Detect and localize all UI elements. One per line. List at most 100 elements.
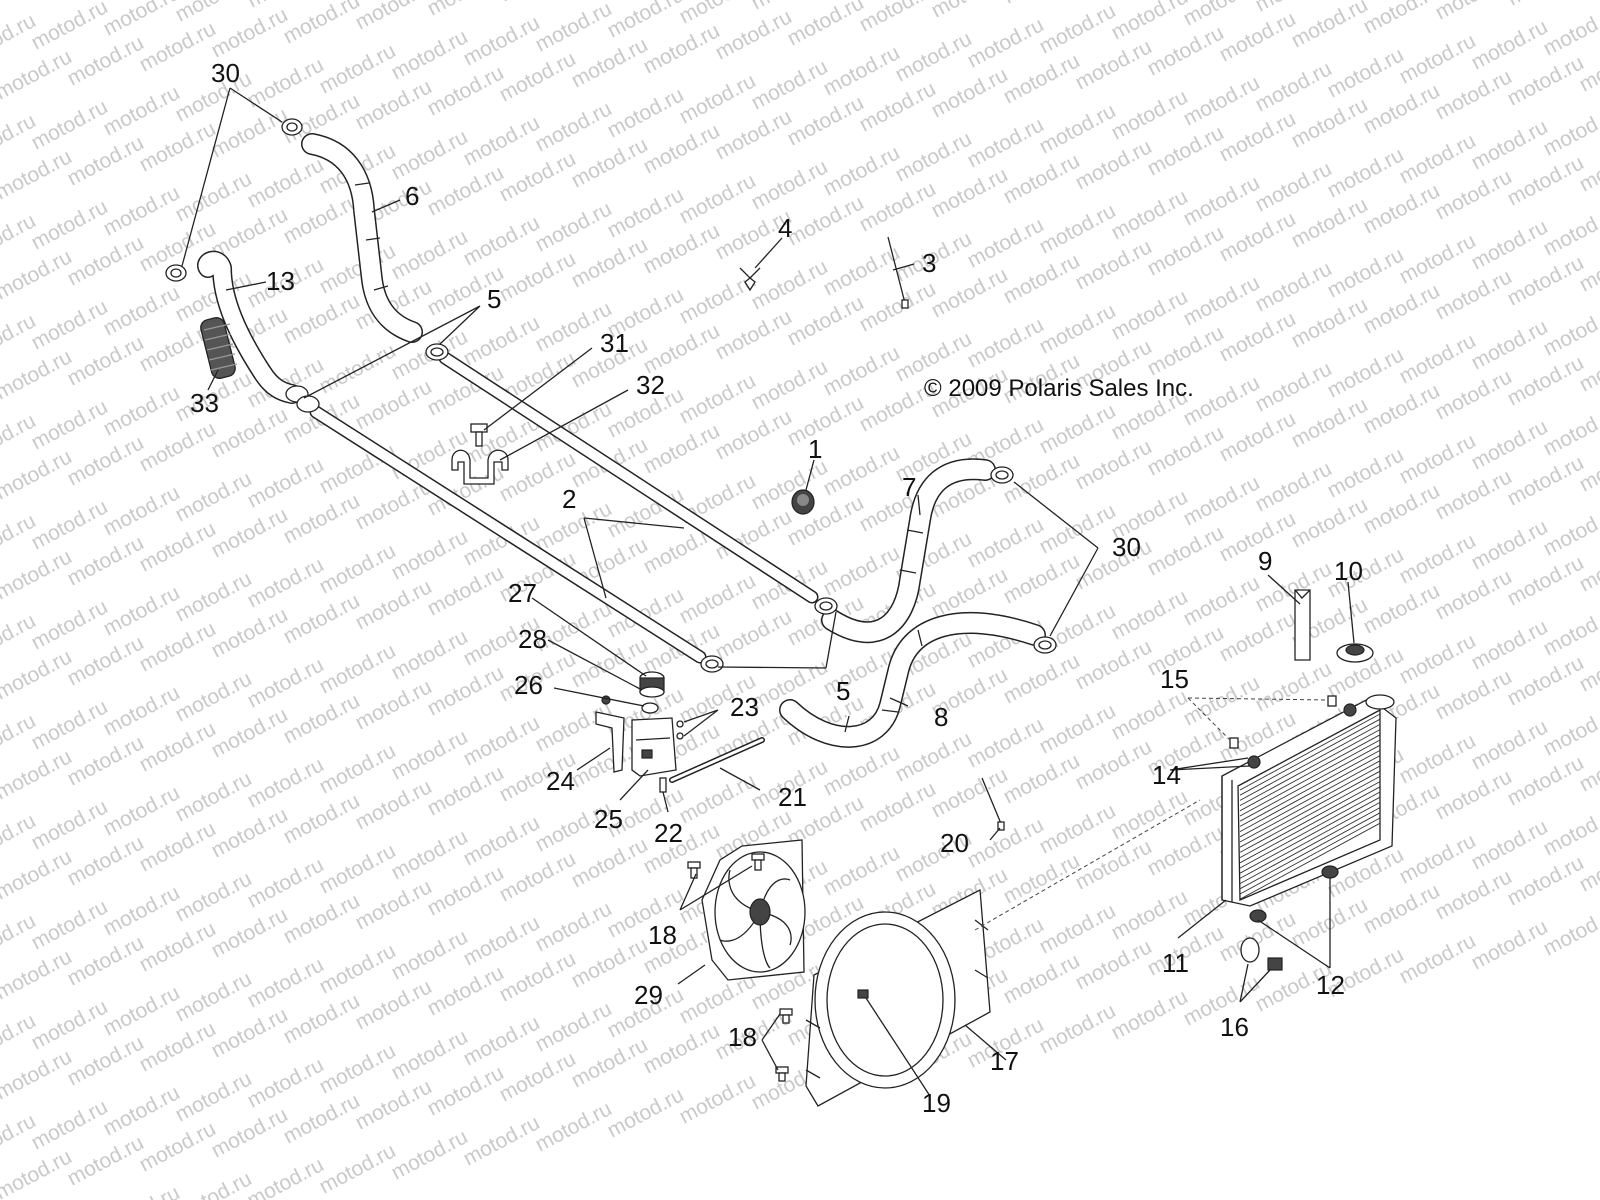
radiator-fin bbox=[1239, 791, 1381, 869]
watermark-text: motod.ru bbox=[1036, 199, 1120, 258]
sleeve-33 bbox=[200, 317, 238, 379]
watermark-text: motod.ru bbox=[460, 11, 544, 70]
watermark-text: motod.ru bbox=[1072, 435, 1156, 494]
watermark-text: motod.ru bbox=[244, 653, 328, 712]
watermark-text: motod.ru bbox=[64, 131, 148, 190]
radiator-fin bbox=[1239, 724, 1381, 801]
callout-32: 32 bbox=[636, 370, 665, 400]
watermark-text: motod.ru bbox=[568, 33, 652, 92]
watermark-text: motod.ru bbox=[208, 703, 292, 762]
watermark-text: motod.ru bbox=[1000, 249, 1084, 308]
watermark-text: motod.ru bbox=[712, 105, 796, 164]
watermark-text: motod.ru bbox=[1000, 149, 1084, 208]
radiator-fin bbox=[1239, 807, 1381, 884]
watermark-text: motod.ru bbox=[424, 1061, 508, 1120]
watermark-text: motod.ru bbox=[1072, 235, 1156, 294]
watermark-text: motod.ru bbox=[208, 1003, 292, 1062]
watermark-text: motod.ru bbox=[316, 939, 400, 998]
callout-15: 15 bbox=[1160, 664, 1189, 694]
watermark-text: motod.ru bbox=[1216, 7, 1300, 66]
watermark-text: motod.ru bbox=[640, 419, 724, 478]
watermark-text: motod.ru bbox=[424, 61, 508, 120]
watermark-text: motod.ru bbox=[28, 695, 112, 754]
watermark-text: motod.ru bbox=[280, 489, 364, 548]
watermark-text: motod.ru bbox=[676, 1069, 760, 1128]
watermark-text: motod.ru bbox=[100, 1081, 184, 1140]
callout-22: 22 bbox=[654, 818, 683, 848]
watermark-text: motod.ru bbox=[280, 1089, 364, 1148]
watermark-text: motod.ru bbox=[856, 177, 940, 236]
watermark-text: motod.ru bbox=[676, 769, 760, 828]
hose-6 bbox=[301, 133, 423, 343]
watermark-text: motod.ru bbox=[1396, 729, 1480, 788]
watermark-text: motod.ru bbox=[100, 1181, 184, 1200]
watermark-text: motod.ru bbox=[892, 27, 976, 86]
watermark-text: motod.ru bbox=[28, 395, 112, 454]
watermark-text: motod.ru bbox=[1468, 315, 1552, 374]
watermark-text: motod.ru bbox=[208, 803, 292, 862]
watermark-text: motod.ru bbox=[1360, 79, 1444, 138]
watermark-text: motod.ru bbox=[1000, 749, 1084, 808]
bolt-15-a bbox=[1327, 695, 1337, 707]
watermark-text: motod.ru bbox=[1360, 379, 1444, 438]
watermark-text: motod.ru bbox=[1180, 171, 1264, 230]
watermark-text: motod.ru bbox=[928, 263, 1012, 322]
watermark-text: motod.ru bbox=[1504, 651, 1588, 710]
watermark-text: motod.ru bbox=[532, 197, 616, 256]
watermark-text: motod.ru bbox=[1288, 293, 1372, 352]
watermark-text: motod.ru bbox=[1288, 93, 1372, 152]
watermark-text: motod.ru bbox=[1504, 751, 1588, 810]
watermark-text: motod.ru bbox=[1504, 551, 1588, 610]
watermark-text: motod.ru bbox=[1216, 107, 1300, 166]
watermark-text: motod.ru bbox=[424, 861, 508, 920]
watermark-text: motod.ru bbox=[496, 947, 580, 1006]
callout-31: 31 bbox=[600, 328, 629, 358]
watermark-text: motod.ru bbox=[1504, 151, 1588, 210]
watermark-text: motod.ru bbox=[388, 225, 472, 284]
watermark-text: motod.ru bbox=[1252, 357, 1336, 416]
watermark-text: motod.ru bbox=[388, 25, 472, 84]
watermark-text: motod.ru bbox=[100, 281, 184, 340]
watermark-text: motod.ru bbox=[1108, 585, 1192, 644]
grommet-12-a bbox=[1321, 865, 1339, 879]
callout-5-upper: 5 bbox=[487, 284, 501, 314]
watermark-text: motod.ru bbox=[640, 219, 724, 278]
watermark-text: motod.ru bbox=[1432, 465, 1516, 524]
watermark-text: motod.ru bbox=[820, 841, 904, 900]
watermark-text: motod.ru bbox=[1504, 451, 1588, 510]
watermark-text: motod.ru bbox=[1144, 21, 1228, 80]
watermark-text: motod.ru bbox=[496, 0, 580, 6]
watermark-text: motod.ru bbox=[244, 753, 328, 812]
watermark-text: motod.ru bbox=[1144, 121, 1228, 180]
watermark-text: motod.ru bbox=[856, 277, 940, 336]
watermark-text: motod.ru bbox=[316, 739, 400, 798]
watermark-text: motod.ru bbox=[964, 313, 1048, 372]
watermark-text: motod.ru bbox=[1252, 57, 1336, 116]
callout-5-lower: 5 bbox=[836, 676, 850, 706]
watermark-text: motod.ru bbox=[208, 903, 292, 962]
radiator-fin bbox=[1239, 760, 1381, 838]
callout-13: 13 bbox=[266, 266, 295, 296]
watermark-text: motod.ru bbox=[1036, 799, 1120, 858]
clamp-30-right-bottom bbox=[1033, 636, 1057, 654]
watermark-text: motod.ru bbox=[280, 689, 364, 748]
screw-18-c bbox=[779, 1008, 793, 1024]
watermark-text: motod.ru bbox=[1396, 129, 1480, 188]
watermark-text: motod.ru bbox=[460, 211, 544, 270]
watermark-text: motod.ru bbox=[208, 3, 292, 62]
watermark-text: motod.ru bbox=[1252, 257, 1336, 316]
radiator-fin bbox=[1239, 734, 1381, 812]
watermark-text: motod.ru bbox=[496, 847, 580, 906]
callout-25: 25 bbox=[594, 804, 623, 834]
bolt-15-b bbox=[1229, 737, 1239, 749]
watermark-text: motod.ru bbox=[136, 617, 220, 676]
watermark-text: motod.ru bbox=[1216, 607, 1300, 666]
watermark-text: motod.ru bbox=[388, 625, 472, 684]
watermark-text: motod.ru bbox=[892, 727, 976, 786]
watermark-text: motod.ru bbox=[820, 41, 904, 100]
reservoir-cap-28 bbox=[639, 671, 665, 698]
watermark-text: motod.ru bbox=[1000, 49, 1084, 108]
watermark-text: motod.ru bbox=[1036, 0, 1120, 58]
watermark-text: motod.ru bbox=[964, 13, 1048, 72]
